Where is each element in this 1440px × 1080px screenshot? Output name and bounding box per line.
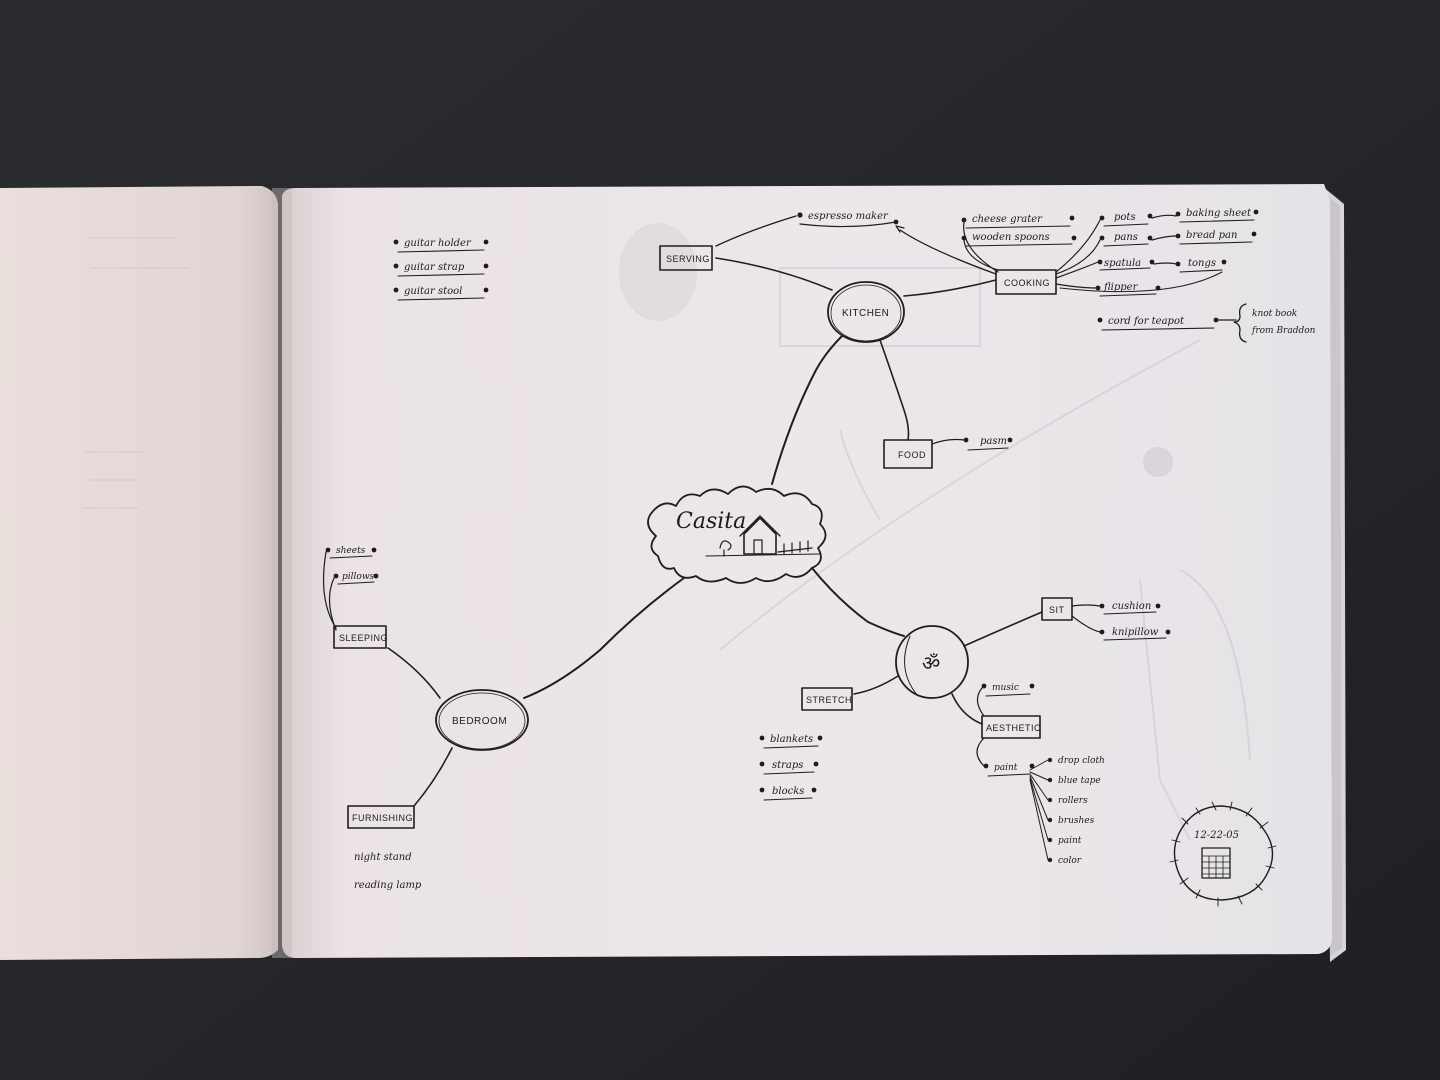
- date-stamp: 12-22-05: [1169, 801, 1277, 907]
- cord-note-1: knot book: [1252, 309, 1297, 319]
- aesthetic-box: [981, 715, 1041, 739]
- paint-item-6: color: [1058, 856, 1082, 866]
- kitchen-label: KITCHEN: [842, 308, 889, 319]
- guitar-items: guitar holder guitar strap guitar stool: [393, 238, 489, 301]
- cord-note-2: from Braddon: [1251, 326, 1316, 336]
- furnishing-box: [347, 805, 415, 829]
- food-label: FOOD: [898, 450, 926, 460]
- sleeping-item-pillows: pillows: [342, 572, 375, 582]
- paint-items: drop cloth blue tape rollers brushes pai…: [1029, 756, 1105, 866]
- serving-box: [659, 245, 713, 271]
- mind-map: Casita KITCHEN SERVING espresso maker CO…: [322, 208, 1316, 907]
- food-item: pasm: [980, 436, 1007, 447]
- item-cheese-grater: cheese grater: [972, 214, 1043, 225]
- sit-label: SIT: [1049, 605, 1065, 615]
- bedroom-label: BEDROOM: [452, 716, 507, 727]
- furnishing-item-1: night stand: [354, 852, 412, 863]
- item-pans: pans: [1114, 232, 1138, 243]
- music-label: music: [992, 683, 1019, 693]
- espresso-label: espresso maker: [808, 211, 889, 222]
- stretch-items: blankets straps blocks: [759, 734, 823, 801]
- paint-item-4: brushes: [1058, 816, 1095, 826]
- paint-label: paint: [994, 763, 1018, 773]
- item-baking-sheet: baking sheet: [1186, 208, 1252, 219]
- serving-label: SERVING: [666, 254, 710, 264]
- cooking-box: [995, 269, 1057, 295]
- paint-item-2: blue tape: [1058, 776, 1101, 786]
- stretch-item-blankets: blankets: [770, 734, 813, 745]
- paint-item-3: rollers: [1058, 796, 1088, 806]
- house-icon: [705, 515, 821, 557]
- paint-item-5: paint: [1058, 836, 1082, 846]
- sleeping-item-sheets: sheets: [336, 546, 366, 556]
- aesthetic-label: AESTHETIC: [986, 723, 1041, 733]
- stretch-box: [801, 687, 853, 711]
- furnishing-item-2: reading lamp: [354, 880, 422, 891]
- item-spatula: spatula: [1104, 258, 1141, 269]
- guitar-strap: guitar strap: [404, 262, 465, 273]
- sleeping-box: [333, 625, 387, 649]
- sit-box: [1041, 597, 1073, 621]
- sit-item-cushion: cushion: [1112, 601, 1151, 612]
- item-pots: pots: [1114, 212, 1136, 223]
- bedroom-hub: [435, 689, 529, 751]
- left-page: [0, 186, 278, 960]
- cord-label: cord for teapot: [1108, 316, 1185, 327]
- guitar-holder: guitar holder: [404, 238, 472, 249]
- item-wooden-spoons: wooden spoons: [972, 232, 1050, 243]
- food-box: [883, 439, 933, 469]
- cooking-label: COOKING: [1004, 278, 1050, 288]
- cooking-items: cheese grater wooden spoons pots pans sp…: [961, 208, 1259, 297]
- date-text: 12-22-05: [1194, 830, 1239, 841]
- stretch-item-straps: straps: [772, 760, 803, 771]
- sleeping-label: SLEEPING: [339, 633, 388, 643]
- stretch-item-blocks: blocks: [772, 786, 804, 797]
- stretch-label: STRETCH: [806, 695, 852, 705]
- center-cloud: [647, 485, 827, 584]
- kitchen-hub: [827, 281, 905, 343]
- center-title: Casita: [676, 509, 746, 534]
- furnishing-label: FURNISHING: [352, 813, 413, 823]
- paint-item-1: drop cloth: [1058, 756, 1105, 766]
- item-bread-pan: bread pan: [1186, 230, 1237, 241]
- om-hub: [895, 625, 969, 699]
- item-flipper: flipper: [1103, 282, 1139, 293]
- right-page: [282, 184, 1332, 958]
- om-symbol: ॐ: [922, 651, 940, 675]
- sit-item-knipillow: knipillow: [1112, 627, 1159, 638]
- guitar-stool: guitar stool: [404, 286, 462, 297]
- item-tongs: tongs: [1188, 258, 1216, 269]
